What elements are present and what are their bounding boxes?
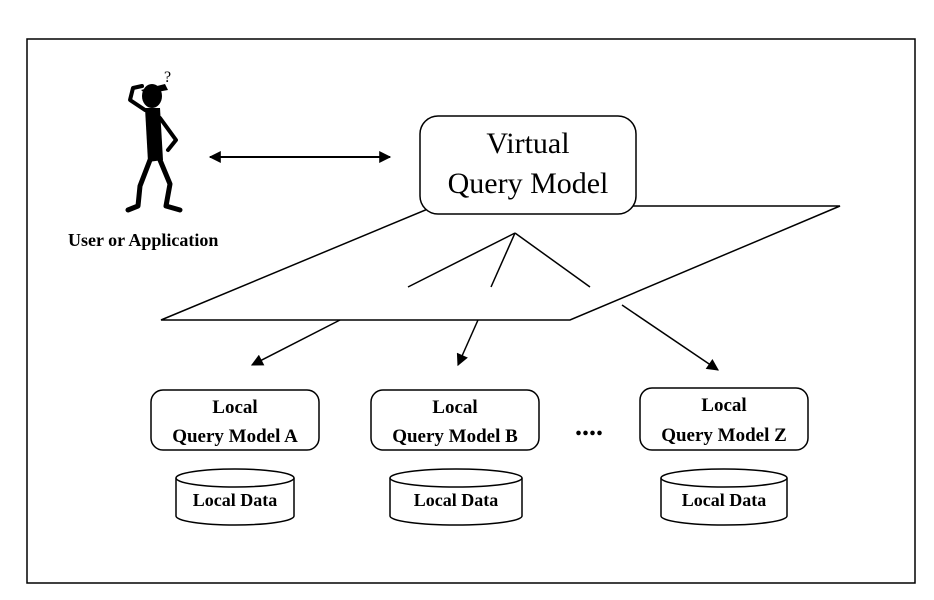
local-data-a-label: Local Data [193,490,278,510]
arrow-to-model-b [456,319,479,367]
virtual-query-model-box [419,115,637,215]
local-data-b-label: Local Data [414,490,499,510]
database-a-icon [175,468,295,526]
plane-line-right [514,232,591,288]
virtual-model-line1: Virtual [486,127,569,160]
database-z-icon [660,468,788,526]
arrow-to-model-z [621,304,719,371]
local-model-z-line1: Local [701,395,746,416]
arrow-to-model-a [250,319,341,366]
local-model-a-line1: Local [212,397,257,418]
plane-line-left [407,232,516,288]
local-model-b-line2: Query Model B [392,426,518,447]
local-query-model-a-box [150,389,320,451]
more-models-ellipsis: .... [575,411,603,442]
local-data-z-label: Local Data [682,490,767,510]
local-model-a-line2: Query Model A [172,426,298,447]
user-figure-icon [125,84,183,213]
plane-line-middle [490,232,516,288]
user-thought-mark: ? [164,69,171,86]
virtual-model-line2: Query Model [448,167,609,200]
local-model-b-line1: Local [432,397,477,418]
local-query-model-z-box [639,387,809,451]
local-query-model-b-box [370,389,540,451]
decomposition-plane [160,205,841,321]
local-model-z-line2: Query Model Z [661,425,787,446]
database-b-icon [389,468,523,526]
user-label: User or Application [68,230,218,250]
